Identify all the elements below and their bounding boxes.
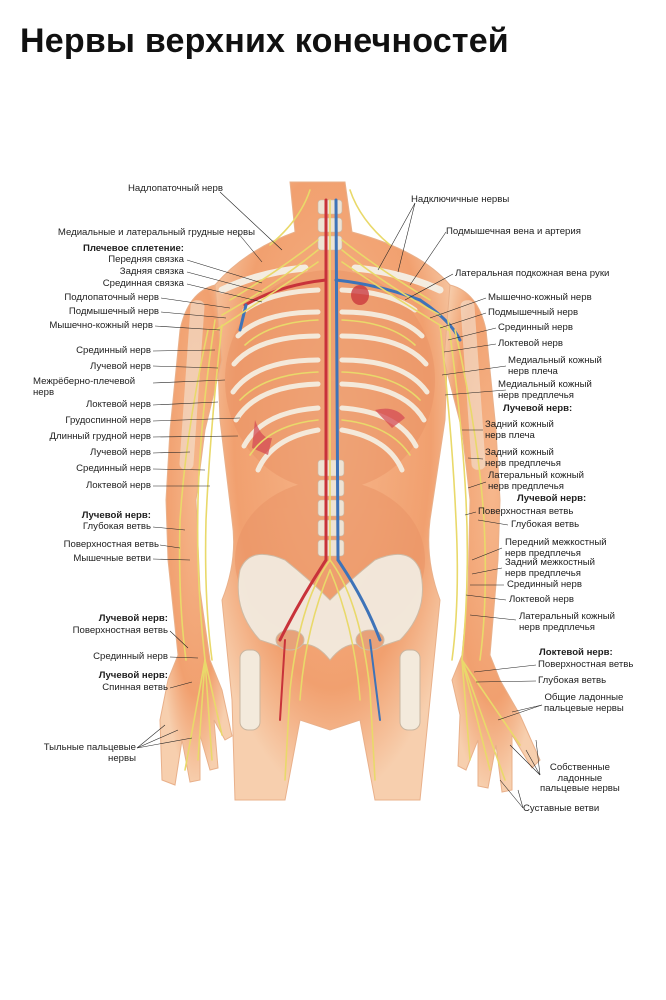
label-ulnar-nerve-right-header: Локтевой нерв: bbox=[539, 647, 613, 658]
label-intercostobrachial-nerve: Межрёберно-плечевой нерв bbox=[33, 376, 136, 398]
label-anterior-interosseous: Передний межкостный нерв предплечья bbox=[505, 537, 607, 559]
blood-vessels bbox=[238, 198, 462, 721]
label-deep-branch-left: Глубокая ветвь bbox=[82, 521, 151, 532]
label-radial-nerve-right-header-1: Лучевой нерв: bbox=[503, 403, 573, 414]
label-radial-nerve-left-1: Лучевой нерв bbox=[90, 361, 151, 372]
label-lateral-cutaneous-forearm-1: Латеральный кожный нерв предплечья bbox=[488, 470, 585, 492]
label-radial-nerve-header-1: Лучевой нерв: bbox=[81, 510, 151, 521]
label-median-nerve-left-3: Срединный нерв bbox=[93, 651, 168, 662]
label-brachial-plexus: Плечевое сплетение: bbox=[82, 243, 184, 254]
label-cephalic-vein: Латеральная подкожная вена руки bbox=[455, 268, 610, 279]
label-median-nerve-right-2: Срединный нерв bbox=[507, 579, 582, 590]
label-deep-branch-right-1: Глубокая ветвь bbox=[511, 519, 580, 530]
label-ulnar-nerve-right-2: Локтевой нерв bbox=[509, 594, 574, 605]
label-common-palmar-digital: Общие ладонные пальцевые нервы bbox=[544, 692, 624, 714]
label-articular-branches: Суставные ветви bbox=[523, 803, 600, 814]
label-median-nerve-left-1: Срединный нерв bbox=[76, 345, 151, 356]
page-title: Нервы верхних конечностей bbox=[20, 22, 509, 60]
label-axillary-nerve-left: Подмышечный нерв bbox=[68, 306, 159, 317]
label-radial-nerve-header-2: Лучевой нерв: bbox=[98, 613, 168, 624]
clavicles bbox=[218, 264, 444, 294]
label-dorsal-branch: Спинная ветвь bbox=[102, 682, 168, 693]
label-medial-cutaneous-forearm: Медиальный кожный нерв предплечья bbox=[498, 379, 592, 401]
label-musculocutaneous-left: Мышечно-кожный нерв bbox=[49, 320, 153, 331]
label-supraclavicular-nerves: Надключичные нервы bbox=[411, 194, 510, 205]
label-posterior-cutaneous-arm: Задний кожный нерв плеча bbox=[485, 419, 554, 441]
label-thoracodorsal-nerve: Грудоспинной нерв bbox=[65, 415, 151, 426]
label-musculocutaneous-right: Мышечно-кожный нерв bbox=[488, 292, 592, 303]
label-radial-nerve-left-2: Лучевой нерв bbox=[90, 447, 151, 458]
label-subscapular-nerve: Подлопаточный нерв bbox=[64, 292, 159, 303]
label-muscular-branches: Мышечные ветви bbox=[73, 553, 151, 564]
label-axillary-vessels: Подмышечная вена и артерия bbox=[446, 226, 581, 237]
label-posterior-cutaneous-forearm: Задний кожный нерв предплечья bbox=[485, 447, 561, 469]
leader-lines bbox=[136, 191, 543, 809]
label-medial-cutaneous-arm: Медиальный кожный нерв плеча bbox=[508, 355, 602, 377]
label-ulnar-nerve-left-2: Локтевой нерв bbox=[86, 480, 151, 491]
label-suprascapular-nerve: Надлопаточный нерв bbox=[128, 183, 223, 194]
femurs bbox=[239, 649, 421, 731]
label-posterior-cord: Задняя связка bbox=[119, 266, 184, 277]
label-dorsal-digital-nerves: Тыльные пальцевые нервы bbox=[43, 742, 136, 764]
label-long-thoracic-nerve: Длинный грудной нерв bbox=[49, 431, 152, 442]
label-anterior-cord: Передняя связка bbox=[108, 254, 184, 265]
label-superficial-branch-left-1: Поверхностная ветвь bbox=[63, 539, 159, 550]
label-pectoral-nerves: Медиальные и латеральный грудные нервы bbox=[57, 227, 255, 238]
label-proper-palmar-digital: Собственные ладонные пальцевые нервы bbox=[540, 762, 620, 794]
label-posterior-interosseous: Задний межкостный нерв предплечья bbox=[505, 557, 596, 579]
label-lateral-cutaneous-forearm-2: Латеральный кожный нерв предплечья bbox=[519, 611, 616, 633]
label-superficial-branch-right-2: Поверхностная ветвь bbox=[538, 659, 634, 670]
label-median-nerve-right-1: Срединный нерв bbox=[498, 322, 573, 333]
label-ulnar-nerve-right-1: Локтевой нерв bbox=[498, 338, 563, 349]
label-median-nerve-left-2: Срединный нерв bbox=[76, 463, 151, 474]
label-ulnar-nerve-left-1: Локтевой нерв bbox=[86, 399, 151, 410]
label-axillary-nerve-right: Подмышечный нерв bbox=[488, 307, 579, 318]
label-deep-branch-right-2: Глубокая ветвь bbox=[538, 675, 607, 686]
label-medial-cord: Срединная связка bbox=[102, 278, 184, 289]
label-radial-nerve-header-3: Лучевой нерв: bbox=[98, 670, 168, 681]
label-radial-nerve-right-header-2: Лучевой нерв: bbox=[517, 493, 587, 504]
label-superficial-branch-right-1: Поверхностная ветвь bbox=[478, 506, 574, 517]
humerus-bones bbox=[179, 300, 486, 470]
nerves bbox=[178, 189, 521, 781]
label-superficial-branch-left-2: Поверхностная ветвь bbox=[72, 625, 168, 636]
